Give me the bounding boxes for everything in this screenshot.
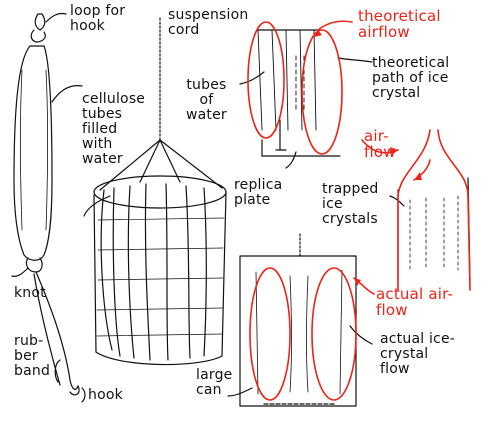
- label-knot: knot: [14, 285, 46, 301]
- label-theoretical-airflow: theoretical airflow: [358, 7, 441, 41]
- actual-airflow-loop-right: [311, 267, 357, 401]
- theoretical-airflow-loop-left: [247, 21, 285, 139]
- label-replica-plate: replica plate: [234, 177, 283, 208]
- label-actual-ice-crystal-flow: actual ice- crystal flow: [380, 331, 456, 377]
- airflow-stream-right: [437, 129, 471, 291]
- theoretical-airflow-loop-right: [301, 29, 343, 155]
- label-tubes-of-water: tubes of water: [186, 77, 227, 123]
- label-suspension-cord: suspension cord: [168, 7, 249, 38]
- large-can-drawing: [239, 233, 357, 407]
- airflow-tube-detail-drawing: [397, 177, 471, 281]
- label-rubber-band: rub- ber band: [14, 333, 51, 379]
- tube-cage-drawing: [93, 17, 227, 366]
- label-theoretical-path: theoretical path of ice crystal: [372, 55, 450, 101]
- airflow-stream-left: [397, 129, 431, 291]
- label-airflow: air- flow: [364, 127, 396, 161]
- cellulose-tube-drawing: [13, 13, 80, 396]
- label-hook: hook: [88, 387, 123, 403]
- label-actual-airflow: actual air- flow: [376, 285, 454, 319]
- label-loop-for-hook: loop for hook: [70, 3, 126, 34]
- leader-lines: [11, 12, 405, 403]
- actual-airflow-loop-left: [249, 267, 291, 401]
- label-large-can: large can: [196, 367, 233, 398]
- label-trapped-ice-crystals: trapped ice crystals: [322, 181, 379, 227]
- label-cellulose-tubes: cellulose tubes filled with water: [82, 91, 146, 167]
